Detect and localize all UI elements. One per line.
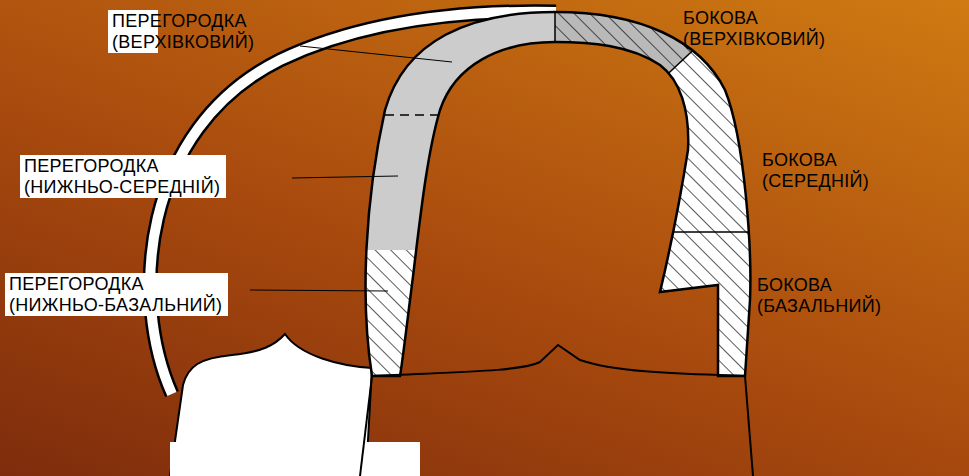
valve-plane bbox=[372, 345, 745, 376]
leader-line bbox=[300, 46, 452, 62]
segment-label: БОКОВА (БАЗАЛЬНИЙ) bbox=[757, 275, 799, 316]
leader-line bbox=[292, 176, 398, 178]
atrium-wall bbox=[745, 376, 753, 476]
segment-label: БОКОВА (ВЕРХІВКОВИЙ) bbox=[683, 8, 725, 49]
ventricle-band bbox=[150, 12, 556, 394]
leader-line bbox=[250, 290, 388, 291]
atrium-block bbox=[170, 442, 420, 476]
segment-label: БОКОВА (СЕРЕДНІЙ) bbox=[762, 150, 803, 191]
segment-label: ПЕРЕГОРОДКА (НИЖНЬО-БАЗАЛЬНИЙ) bbox=[5, 273, 228, 316]
ventricle-outline bbox=[150, 12, 556, 394]
segment-label: ПЕРЕГОРОДКА (ВЕРХІВКОВИЙ) bbox=[108, 10, 158, 53]
atrium-wall bbox=[360, 376, 372, 476]
segment-label: ПЕРЕГОРОДКА (НИЖНЬО-СЕРЕДНІЙ) bbox=[20, 155, 226, 198]
